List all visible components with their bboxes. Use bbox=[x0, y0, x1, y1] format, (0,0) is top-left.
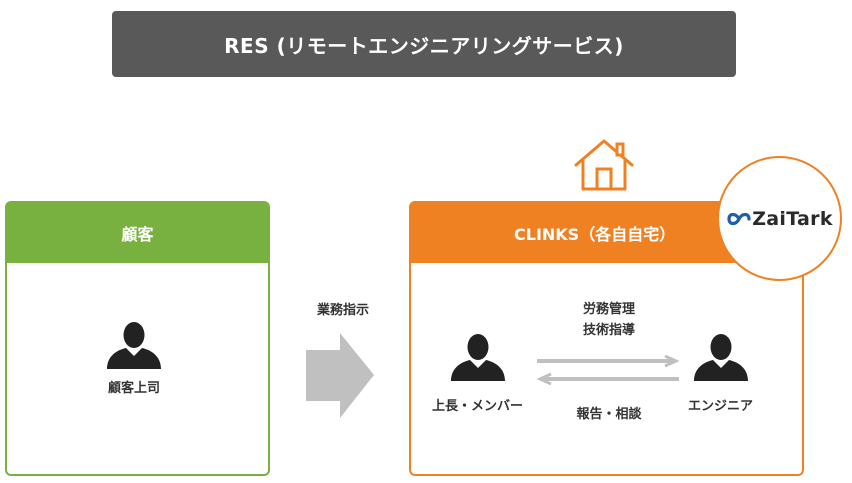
report-consult-label: 報告・相談 bbox=[576, 407, 642, 422]
client-boss-label: 顧客上司 bbox=[107, 381, 160, 396]
engineer-label: エンジニア bbox=[688, 399, 754, 414]
person-icon bbox=[693, 334, 748, 381]
right-arrow-icon bbox=[537, 355, 680, 368]
person-icon bbox=[450, 334, 505, 381]
zaitark-logo-text: ZaiTark bbox=[752, 207, 833, 230]
technical-guidance-text: 技術指導 bbox=[582, 323, 635, 338]
person-icon bbox=[107, 322, 161, 369]
title-banner: RES (リモートエンジニアリングサービス) bbox=[112, 11, 736, 77]
zaitark-logo-badge: ZaiTark bbox=[717, 156, 842, 281]
manager-member: 上長・メンバー bbox=[432, 333, 523, 414]
zaitark-logo: ZaiTark bbox=[726, 208, 833, 230]
infinity-logo-icon bbox=[727, 212, 751, 225]
client-panel: 顧客 顧客上司 bbox=[5, 201, 270, 476]
left-arrow-icon bbox=[536, 372, 679, 385]
double-arrow bbox=[536, 355, 680, 385]
manager-member-label: 上長・メンバー bbox=[432, 399, 524, 414]
instruction-label: 業務指示 bbox=[316, 303, 369, 318]
home-icon bbox=[574, 139, 634, 191]
engineer: エンジニア bbox=[688, 333, 753, 414]
page-title: RES (リモートエンジニアリングサービス) bbox=[224, 33, 624, 58]
right-arrow-icon bbox=[306, 333, 374, 418]
top-arrow-label: 労務管理 技術指導 bbox=[551, 299, 667, 341]
client-panel-header: 顧客 bbox=[7, 203, 268, 263]
clinks-panel-title: CLINKS（各自自宅） bbox=[514, 225, 676, 244]
client-panel-title: 顧客 bbox=[121, 225, 154, 244]
labor-management-text: 労務管理 bbox=[582, 302, 635, 317]
client-boss: 顧客上司 bbox=[104, 321, 164, 396]
